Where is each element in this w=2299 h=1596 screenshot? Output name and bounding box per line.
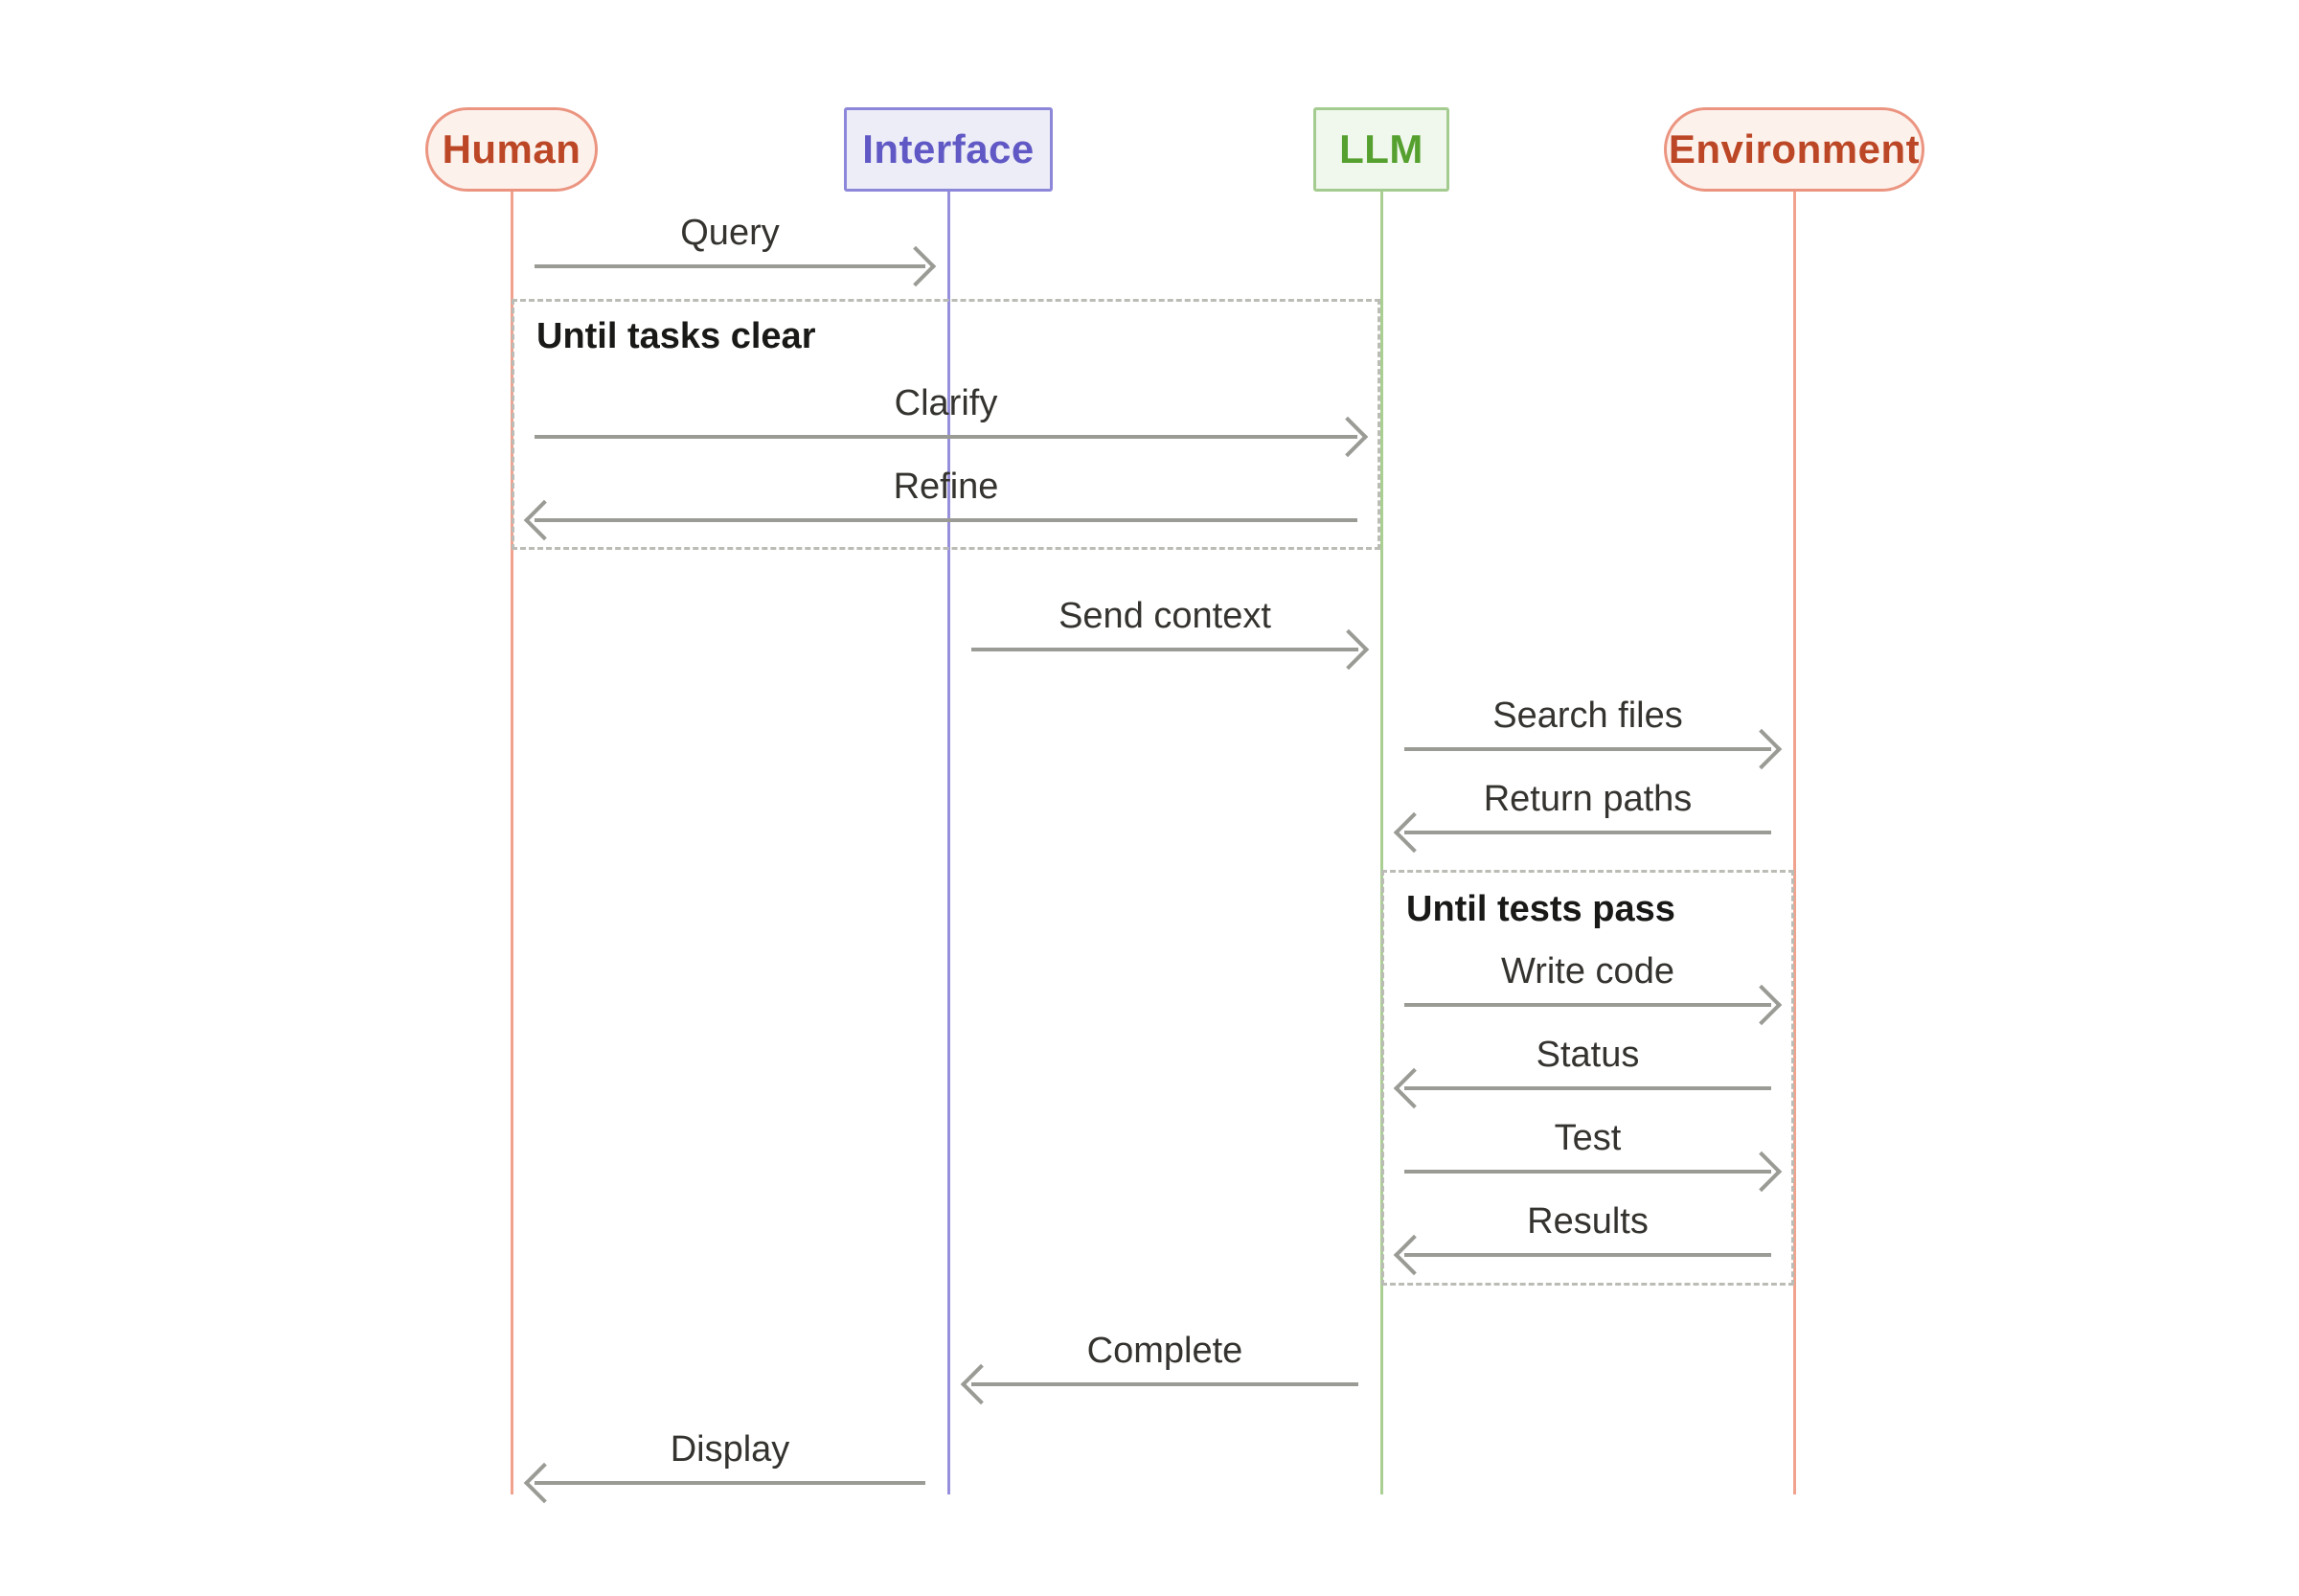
actor-human: Human bbox=[425, 107, 598, 192]
message-arrow-send-context bbox=[971, 648, 1358, 651]
arrow-shaft bbox=[971, 648, 1358, 651]
arrow-shaft bbox=[1404, 1253, 1771, 1257]
arrow-shaft bbox=[1404, 831, 1771, 834]
message-label-send-context: Send context bbox=[1058, 596, 1271, 636]
loop-title-until-tasks-clear: Until tasks clear bbox=[536, 316, 816, 356]
message-arrow-complete bbox=[971, 1382, 1358, 1386]
lifeline-human bbox=[511, 192, 513, 1494]
actor-interface: Interface bbox=[844, 107, 1053, 192]
arrow-shaft bbox=[535, 264, 925, 268]
arrow-shaft bbox=[1404, 1170, 1771, 1174]
actor-llm: LLM bbox=[1313, 107, 1449, 192]
message-arrow-write-code bbox=[1404, 1003, 1771, 1007]
actor-environment-label: Environment bbox=[1668, 126, 1921, 171]
message-arrow-return-paths bbox=[1404, 831, 1771, 834]
arrow-shaft bbox=[535, 435, 1357, 439]
arrow-shaft bbox=[1404, 747, 1771, 751]
message-label-display: Display bbox=[670, 1429, 790, 1470]
message-label-refine: Refine bbox=[893, 467, 999, 507]
message-arrow-refine bbox=[535, 518, 1357, 522]
actor-llm-label: LLM bbox=[1339, 126, 1423, 171]
arrow-shaft bbox=[535, 1481, 925, 1485]
message-label-test: Test bbox=[1554, 1118, 1622, 1158]
actor-human-label: Human bbox=[442, 126, 581, 171]
message-arrow-search-files bbox=[1404, 747, 1771, 751]
message-label-query: Query bbox=[680, 213, 780, 253]
message-label-return-paths: Return paths bbox=[1483, 779, 1693, 819]
message-arrow-results bbox=[1404, 1253, 1771, 1257]
message-label-write-code: Write code bbox=[1501, 951, 1674, 992]
message-label-complete: Complete bbox=[1086, 1331, 1243, 1371]
message-arrow-query bbox=[535, 264, 925, 268]
message-label-results: Results bbox=[1527, 1201, 1649, 1242]
actor-environment: Environment bbox=[1664, 107, 1924, 192]
arrow-shaft bbox=[971, 1382, 1358, 1386]
actor-interface-label: Interface bbox=[862, 126, 1035, 171]
loop-title-until-tests-pass: Until tests pass bbox=[1406, 889, 1675, 929]
message-label-status: Status bbox=[1536, 1035, 1640, 1075]
lifeline-llm bbox=[1380, 192, 1383, 1494]
loop-box-until-tests-pass bbox=[1381, 870, 1794, 1286]
loop-box-until-tasks-clear bbox=[512, 299, 1380, 550]
arrow-shaft bbox=[1404, 1086, 1771, 1090]
message-label-clarify: Clarify bbox=[894, 383, 998, 423]
arrow-shaft bbox=[535, 518, 1357, 522]
message-arrow-status bbox=[1404, 1086, 1771, 1090]
message-arrow-test bbox=[1404, 1170, 1771, 1174]
message-arrow-clarify bbox=[535, 435, 1357, 439]
message-label-search-files: Search files bbox=[1492, 695, 1683, 736]
lifeline-interface bbox=[947, 192, 950, 1494]
lifeline-environment bbox=[1793, 192, 1796, 1494]
arrow-shaft bbox=[1404, 1003, 1771, 1007]
message-arrow-display bbox=[535, 1481, 925, 1485]
